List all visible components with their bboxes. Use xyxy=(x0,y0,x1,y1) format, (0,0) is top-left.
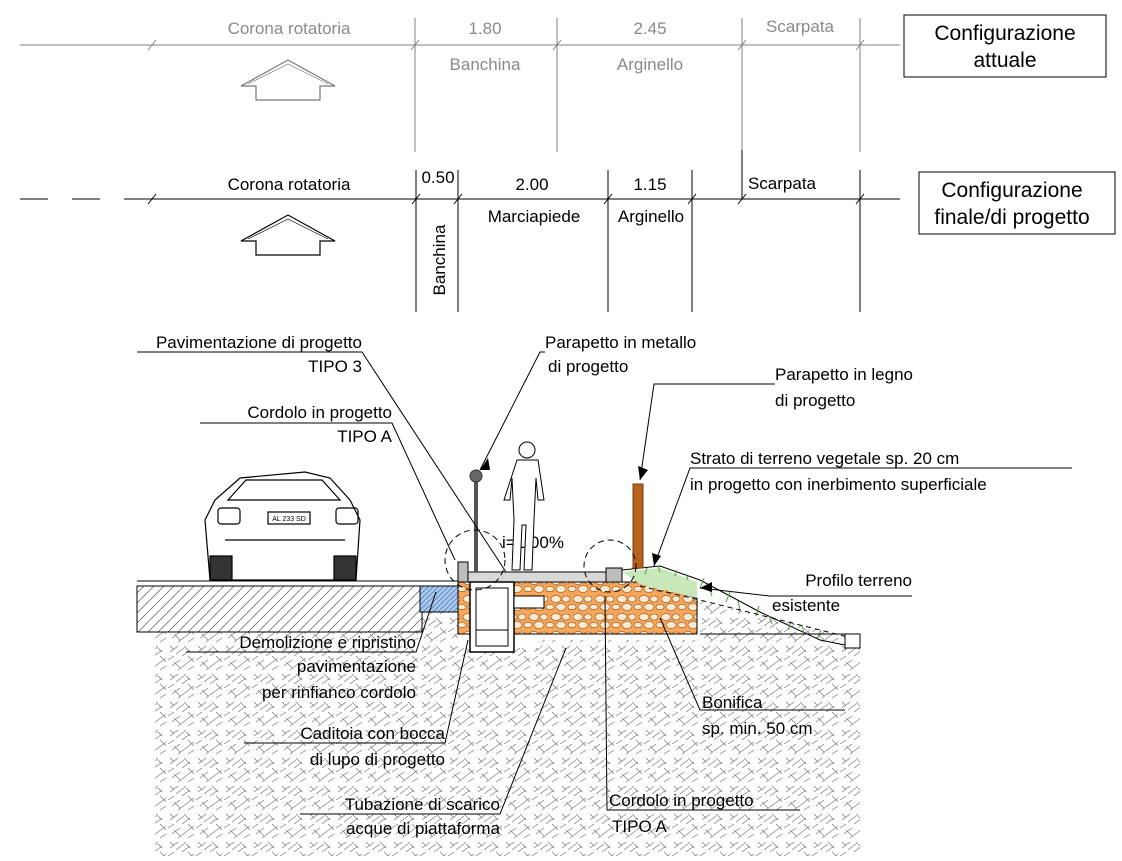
callout-cordolo-top-2: TIPO A xyxy=(337,427,392,446)
current-dim-banchina: 1.80 xyxy=(468,19,501,38)
current-banchina-label: Banchina xyxy=(450,55,521,74)
embankment-profile xyxy=(621,565,861,649)
callout-caditoia-1: Caditoia con bocca xyxy=(300,724,445,743)
project-dim-arginello: 1.15 xyxy=(633,175,666,194)
current-corona-label: Corona rotatoria xyxy=(228,19,351,38)
project-dim-banchina: 0.50 xyxy=(421,168,454,187)
current-scarpata-label: Scarpata xyxy=(766,17,835,36)
road-pavement-layer xyxy=(136,585,423,633)
callout-parapetto-legno-1: Parapetto in legno xyxy=(775,365,913,384)
road-cross-section: i=1.00% AL 233 SD xyxy=(136,351,1072,856)
sidewalk-slab xyxy=(459,571,623,583)
callout-bonifica-2: sp. min. 50 cm xyxy=(702,719,813,738)
arrow-up-icon xyxy=(240,59,336,101)
project-corona-label: Corona rotatoria xyxy=(228,175,351,194)
existing-terrain-line xyxy=(639,585,861,641)
arrow-up-icon xyxy=(240,214,336,256)
callout-tubazione-2: acque di piattaforma xyxy=(346,819,501,838)
callout-profilo-2: esistente xyxy=(772,596,840,615)
license-plate: AL 233 SD xyxy=(272,516,306,523)
callout-parapetto-metallo-2: di progetto xyxy=(548,357,628,376)
callout-cordolo-top-1: Cordolo in progetto xyxy=(247,403,392,422)
car-illustration: AL 233 SD xyxy=(204,471,361,581)
detail-circle xyxy=(583,539,637,593)
callout-demolizione-2: pavimentazione xyxy=(297,657,416,676)
curb-blue xyxy=(419,585,459,613)
project-arginello-label: Arginello xyxy=(618,207,684,226)
callout-cordolo-bot-2: TIPO A xyxy=(612,817,667,836)
callout-strato-1: Strato di terreno vegetale sp. 20 cm xyxy=(690,449,959,468)
callout-bonifica-1: Bonifica xyxy=(702,693,763,712)
callout-demolizione-1: Demolizione e ripristino xyxy=(239,633,416,652)
callout-demolizione-3: per rinfianco cordolo xyxy=(262,683,416,702)
detail-circle xyxy=(444,529,506,591)
drain-pipe xyxy=(513,595,545,609)
wood-railing-post xyxy=(632,483,644,569)
callout-caditoia-2: di lupo di progetto xyxy=(310,750,445,769)
callout-parapetto-metallo-1: Parapetto in metallo xyxy=(545,333,696,352)
tick xyxy=(147,39,157,51)
project-title-line1: Configurazione xyxy=(941,179,1082,202)
callouts: Pavimentazione di progetto TIPO 3 Cordol… xyxy=(156,333,987,838)
current-title-box xyxy=(903,14,1107,78)
caditoia xyxy=(469,581,515,653)
current-title-line2: attuale xyxy=(973,49,1036,72)
current-configuration: Corona rotatoria 1.80 Banchina 2.45 Argi… xyxy=(20,14,1107,152)
callout-pavimentazione-2: TIPO 3 xyxy=(308,357,362,376)
project-title-line2: finale/di progetto xyxy=(934,206,1089,229)
current-arginello-label: Arginello xyxy=(617,55,683,74)
leader-lines xyxy=(137,351,1072,815)
pedestrian-figure xyxy=(503,441,545,571)
project-banchina-label: Banchina xyxy=(430,224,449,295)
current-dim-arginello: 2.45 xyxy=(633,19,666,38)
project-title-box xyxy=(918,171,1116,235)
callout-parapetto-legno-2: di progetto xyxy=(775,391,855,410)
project-configuration: Corona rotatoria 0.50 Banchina 2.00 Marc… xyxy=(20,150,1116,312)
curb-type-a xyxy=(457,561,469,583)
callout-tubazione-1: Tubazione di scarico xyxy=(345,795,500,814)
current-title-line1: Configurazione xyxy=(934,22,1075,45)
project-marciapiede-label: Marciapiede xyxy=(488,207,581,226)
callout-cordolo-bot-1: Cordolo in progetto xyxy=(609,791,754,810)
project-scarpata-label: Scarpata xyxy=(748,174,817,193)
callout-profilo-1: Profilo terreno xyxy=(805,571,912,590)
project-dim-marciapiede: 2.00 xyxy=(515,175,548,194)
callout-strato-2: in progetto con inerbimento superficiale xyxy=(690,475,987,494)
callout-pavimentazione-1: Pavimentazione di progetto xyxy=(156,333,362,352)
